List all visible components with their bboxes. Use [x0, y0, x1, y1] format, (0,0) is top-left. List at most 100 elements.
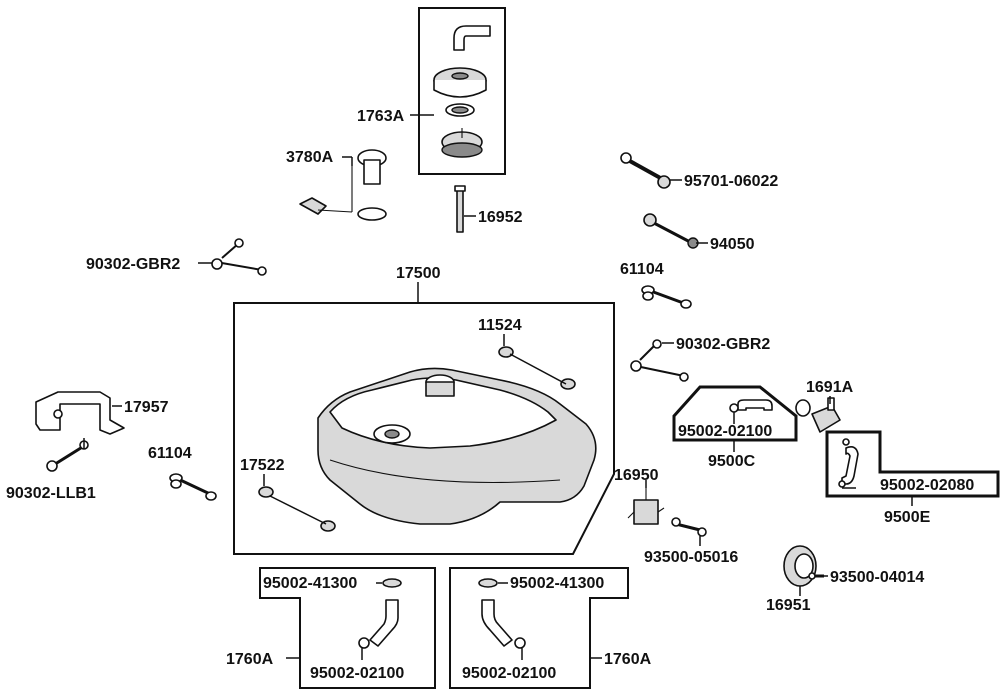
label-3780A: 3780A [286, 149, 334, 166]
hose-9500E-shape [841, 446, 859, 485]
label-95002-41300-right: 95002-41300 [510, 575, 604, 592]
label-17522: 17522 [240, 457, 285, 474]
fuel-valve-cap [795, 399, 811, 417]
screw-05016-b [697, 527, 707, 537]
label-93500-04014: 93500-04014 [830, 569, 924, 586]
vacuum-valve-nipple-left [627, 511, 635, 519]
bracket-17957-shape [35, 391, 125, 435]
fuel-valve-1691A [795, 397, 841, 433]
grommet-17522-a [258, 486, 274, 498]
sender-body [363, 159, 381, 185]
fuel-tank-sender-port-center [384, 429, 400, 439]
sender-float-arm [317, 209, 353, 213]
fuel-valve-body [811, 405, 841, 433]
label-93500-05016: 93500-05016 [644, 549, 738, 566]
fastener-gbr2-left-b [211, 258, 223, 270]
label-95002-02100-right: 95002-02100 [462, 665, 556, 682]
hose-1760A-right-shape [481, 599, 513, 647]
bolt-16952-head [454, 185, 466, 192]
valve-16951 [783, 545, 817, 587]
clamp-41300-left [382, 578, 402, 588]
bracket-17957 [35, 391, 125, 435]
bolt-16952 [454, 185, 466, 233]
collar-61104-left-c [205, 491, 217, 501]
label-1760A-left: 1760A [226, 651, 274, 668]
label-9500C: 9500C [708, 453, 756, 470]
collar-61104-top [641, 285, 692, 309]
fuel-cap-center [451, 72, 469, 80]
label-90302-llb1: 90302-LLB1 [6, 485, 96, 502]
label-95002-41300-left: 95002-41300 [263, 575, 357, 592]
filler-neck-ring-base [441, 142, 483, 158]
valve-16951-face [794, 553, 814, 579]
label-1763A: 1763A [357, 108, 405, 125]
grommet-11524-b [560, 378, 576, 390]
fastener-gbr2-right-b [630, 360, 642, 372]
hose-9500E [838, 438, 859, 488]
label-90302-gbr2-left: 90302-GBR2 [86, 256, 180, 273]
part-labels: 1763A 3780A 16952 95701-06022 94050 9030… [6, 108, 974, 682]
assembly-boxes [233, 7, 1000, 689]
box-1763A [418, 7, 506, 175]
hose-1760A-left [358, 578, 402, 649]
label-1691A: 1691A [806, 379, 854, 396]
clamp-02100-left [358, 637, 370, 649]
bolt-95701-nut [657, 175, 671, 189]
vacuum-valve-nipple-right [657, 507, 665, 513]
fastener-gbr2-left-c [257, 266, 267, 276]
sender-float [299, 197, 327, 215]
fuel-tank-seam [329, 459, 561, 484]
hose-1760A-right [478, 578, 526, 649]
hose-9500C [729, 399, 773, 413]
fuel-tank [317, 367, 597, 525]
box-1760A-left [259, 567, 436, 689]
label-90302-gbr2-right: 90302-GBR2 [676, 336, 770, 353]
hose-9500E-clip-bottom [838, 480, 846, 488]
breather-hose [453, 25, 491, 51]
label-1760A-right: 1760A [604, 651, 652, 668]
collar-61104-left-b [170, 479, 182, 489]
label-17957: 17957 [124, 399, 169, 416]
fuel-cap-skirt [433, 80, 487, 98]
box-17500 [233, 302, 615, 555]
fastener-gbr2-left-a [234, 238, 244, 248]
label-16950: 16950 [614, 467, 659, 484]
bracket-17957-hole [53, 409, 63, 419]
box-9500E [825, 430, 1000, 498]
sender-gasket [357, 207, 387, 221]
label-95701-06022: 95701-06022 [684, 173, 778, 190]
nut-94050-a [643, 213, 657, 227]
hose-1760A-left-shape [369, 599, 399, 647]
leader-lines [83, 114, 913, 660]
bolt-16952-shaft [456, 187, 464, 233]
collar-61104-top-c [680, 299, 692, 309]
clamp-41300-right [478, 578, 498, 588]
fuel-tank-filler-neck-wall [425, 381, 455, 397]
hose-9500C-shape [737, 399, 773, 411]
fastener-90302-gbr2-left [211, 238, 267, 276]
nut-94050 [643, 213, 699, 249]
label-61104-top: 61104 [620, 261, 664, 278]
bolt-95701-head [620, 152, 632, 164]
label-9500E: 9500E [884, 509, 931, 526]
label-16952: 16952 [478, 209, 523, 226]
label-95002-02100-left: 95002-02100 [310, 665, 404, 682]
hose-9500C-clip [729, 403, 739, 413]
grommet-11524-a [498, 346, 514, 358]
fuel-valve-stem [827, 397, 835, 411]
grommet-11524 [498, 346, 576, 390]
collar-61104-left [169, 473, 217, 501]
clamp-02100-right [514, 637, 526, 649]
screw-93500-05016 [671, 517, 707, 537]
fastener-gbr2-right-a [652, 339, 662, 349]
bolt-95701-06022 [620, 152, 671, 189]
fastener-90302-llb1 [46, 440, 89, 472]
box-9500C [672, 385, 798, 442]
vacuum-valve-body [633, 499, 659, 525]
screw-05016-a [671, 517, 681, 527]
fastener-gbr2-right-c [679, 372, 689, 382]
fuel-gauge-sender [299, 149, 387, 221]
vacuum-valve-16950 [627, 488, 665, 525]
fastener-llb1-b [46, 460, 58, 472]
